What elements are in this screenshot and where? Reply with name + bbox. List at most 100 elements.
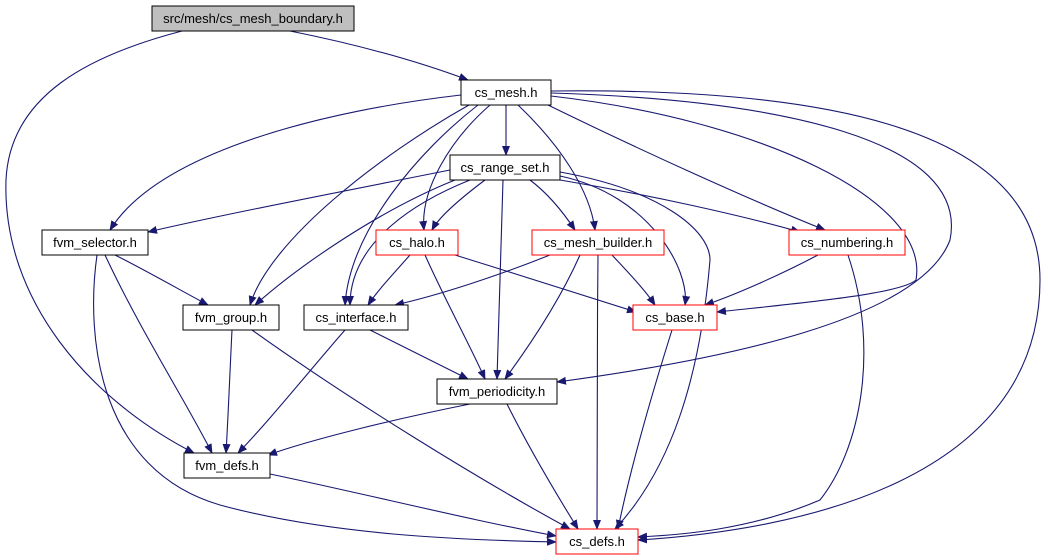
node-label: cs_range_set.h [461, 160, 550, 175]
node-cs-mesh-boundary[interactable]: src/mesh/cs_mesh_boundary.h [151, 5, 355, 32]
node-box[interactable] [555, 528, 639, 555]
edge-line [547, 104, 826, 231]
edge-cs-range-set-to-cs-interface [346, 179, 471, 306]
node-label: cs_defs.h [569, 534, 625, 549]
node-box[interactable] [436, 378, 558, 405]
edge-cs-mesh-to-fvm-group [248, 104, 470, 306]
edge-fvm-selector-to-fvm-group [114, 254, 209, 306]
edge-line [93, 254, 557, 546]
edge-line [248, 104, 470, 306]
edge-cs-mesh-to-cs-base [550, 95, 918, 315]
node-box[interactable] [182, 304, 280, 331]
node-label: fvm_selector.h [53, 235, 137, 250]
node-box[interactable] [788, 229, 906, 256]
edge-cs-mesh-builder-to-cs-base [611, 254, 656, 306]
node-cs-halo[interactable]: cs_halo.h [375, 229, 459, 256]
edge-line [104, 254, 213, 454]
edge-line [550, 90, 1041, 544]
edge-fvm-group-to-cs-defs [251, 329, 571, 530]
node-label: cs_numbering.h [801, 235, 894, 250]
edge-cs-range-set-to-fvm-group [254, 179, 456, 306]
edge-line [222, 329, 233, 454]
node-cs-base[interactable]: cs_base.h [632, 304, 718, 331]
edge-cs-halo-to-fvm-periodicity [424, 254, 486, 380]
node-label: cs_base.h [645, 310, 704, 325]
node-fvm-selector[interactable]: fvm_selector.h [41, 229, 149, 256]
edge-line [394, 254, 551, 307]
node-cs-numbering[interactable]: cs_numbering.h [788, 229, 906, 256]
edge-cs-mesh-to-fvm-periodicity [550, 92, 952, 385]
node-box[interactable] [183, 452, 271, 479]
edge-cs-mesh-to-cs-interface [341, 104, 479, 306]
node-box[interactable] [531, 229, 665, 256]
edge-cs-mesh-to-cs-mesh-builder [517, 104, 598, 231]
edge-cs-numbering-to-cs-defs [637, 254, 865, 541]
node-box[interactable] [151, 5, 355, 32]
edge-line [593, 254, 602, 530]
edge-cs-interface-to-fvm-periodicity [369, 329, 469, 380]
edge-line [504, 254, 581, 380]
nodes-layer: src/mesh/cs_mesh_boundary.h cs_mesh.h cs_r… [41, 5, 906, 555]
edge-line [269, 473, 557, 539]
edge-cs-mesh-builder-to-cs-defs [593, 254, 602, 530]
node-fvm-periodicity[interactable]: fvm_periodicity.h [436, 378, 558, 405]
node-box[interactable] [460, 79, 552, 106]
edge-line [369, 329, 469, 380]
edge-line [704, 254, 819, 306]
node-label: cs_halo.h [389, 235, 445, 250]
node-label: fvm_defs.h [195, 458, 259, 473]
node-label: src/mesh/cs_mesh_boundary.h [163, 11, 343, 26]
node-box[interactable] [303, 304, 409, 331]
edge-cs-halo-to-cs-base [454, 254, 637, 314]
edge-cs-range-set-to-cs-mesh-builder [529, 179, 576, 231]
edge-line [559, 171, 711, 530]
edge-cs-range-set-to-cs-defs [559, 171, 711, 530]
edge-line [611, 254, 656, 306]
edge-cs-mesh-builder-to-fvm-periodicity [504, 254, 581, 380]
node-cs-mesh-builder[interactable]: cs_mesh_builder.h [531, 229, 665, 256]
edge-fvm-periodicity-to-fvm-defs [267, 403, 471, 456]
edge-cs-range-set-to-fvm-selector [147, 169, 451, 234]
node-box[interactable] [41, 229, 149, 256]
edge-line [529, 179, 576, 231]
edge-cs-mesh-to-cs-halo [419, 104, 491, 231]
node-cs-mesh[interactable]: cs_mesh.h [460, 79, 552, 106]
edge-line [454, 254, 637, 314]
node-cs-range-set[interactable]: cs_range_set.h [449, 154, 561, 181]
edge-cs-mesh-to-cs-numbering [547, 104, 826, 231]
edge-cs-mesh-boundary-to-fvm-defs [5, 30, 195, 454]
edge-fvm-selector-to-cs-defs [93, 254, 557, 546]
edge-cs-base-to-cs-defs [615, 329, 673, 530]
edge-cs-numbering-to-cs-base [704, 254, 819, 306]
edge-line [367, 254, 411, 306]
node-cs-defs[interactable]: cs_defs.h [555, 528, 639, 555]
node-label: cs_mesh_builder.h [544, 235, 652, 250]
edge-line [237, 329, 346, 454]
edge-fvm-selector-to-fvm-defs [104, 254, 213, 454]
node-label: fvm_group.h [195, 310, 267, 325]
node-label: fvm_periodicity.h [449, 384, 546, 399]
node-cs-interface[interactable]: cs_interface.h [303, 304, 409, 331]
edge-cs-mesh-to-fvm-selector [109, 94, 462, 231]
edge-line [267, 403, 471, 456]
edge-cs-range-set-to-cs-numbering [559, 179, 801, 234]
edge-line [5, 30, 195, 454]
edge-cs-mesh-builder-to-cs-interface [394, 254, 551, 307]
node-box[interactable] [375, 229, 459, 256]
node-fvm-group[interactable]: fvm_group.h [182, 304, 280, 331]
node-fvm-defs[interactable]: fvm_defs.h [183, 452, 271, 479]
node-label: cs_interface.h [316, 310, 397, 325]
node-label: cs_mesh.h [475, 85, 538, 100]
edge-line [419, 104, 491, 231]
edge-fvm-defs-to-cs-defs [269, 473, 557, 539]
node-box[interactable] [632, 304, 718, 331]
edge-line [251, 329, 571, 530]
edge-fvm-periodicity-to-cs-defs [506, 403, 579, 530]
edge-line [109, 94, 462, 231]
edge-line [559, 179, 801, 234]
edge-cs-interface-to-fvm-defs [237, 329, 346, 454]
node-box[interactable] [449, 154, 561, 181]
edge-line [615, 329, 673, 530]
edge-line [517, 104, 598, 231]
